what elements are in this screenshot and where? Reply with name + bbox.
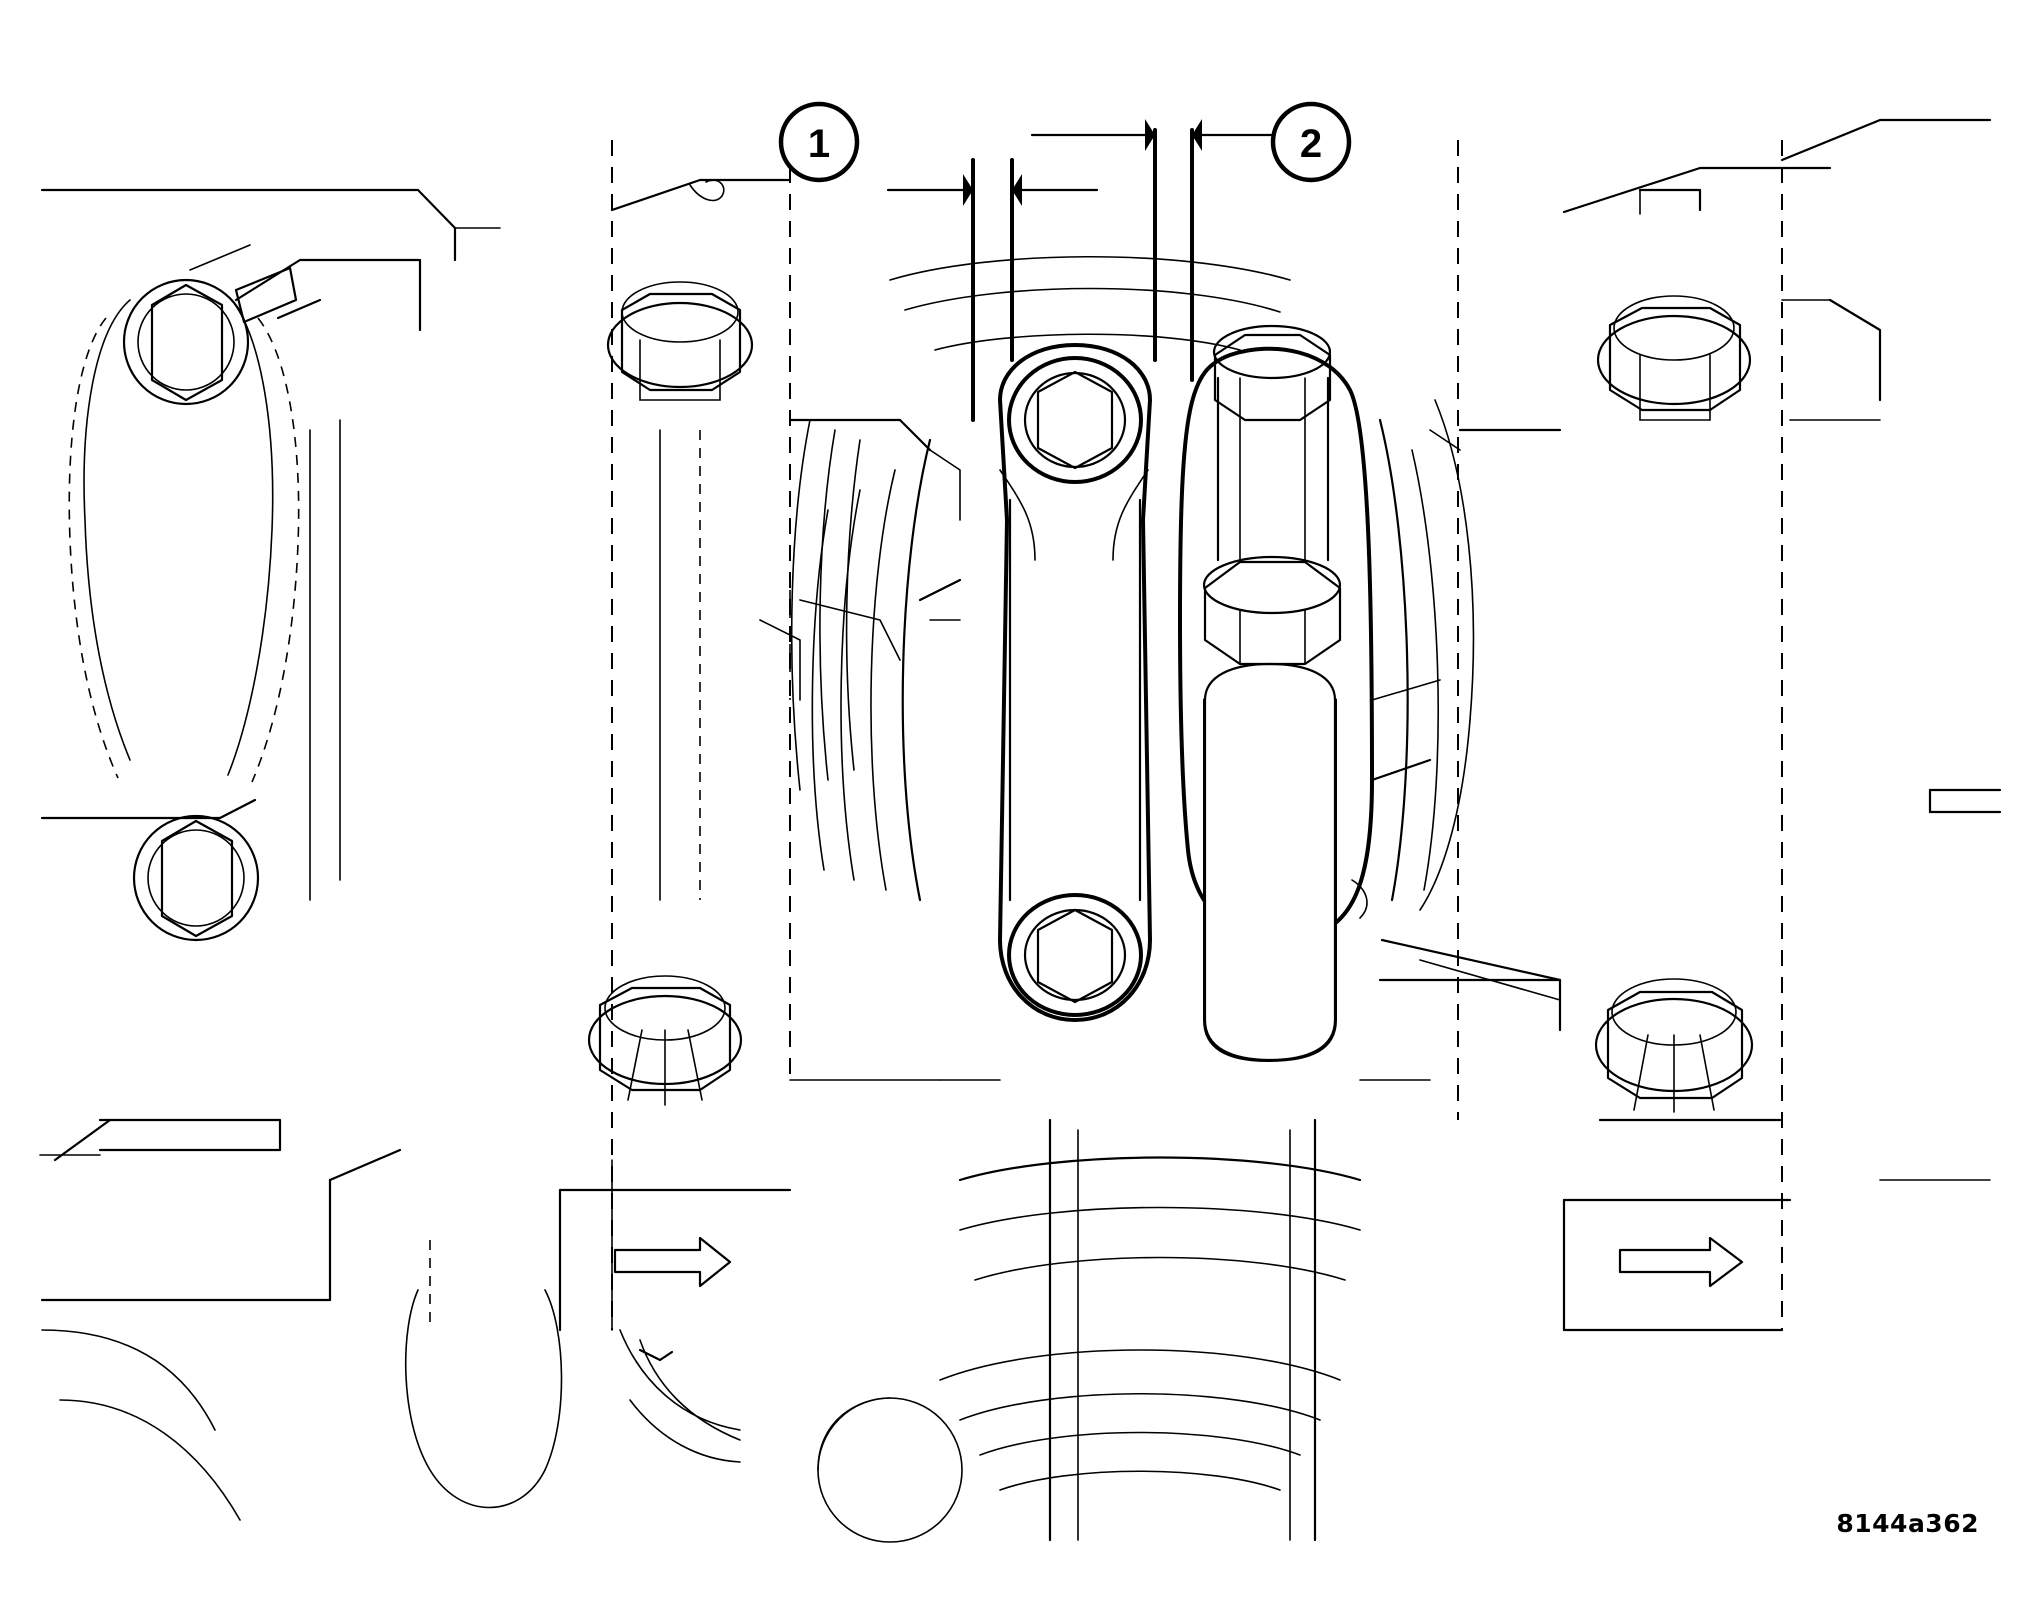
- clearance-arrow-inner-right: [1030, 119, 1155, 151]
- rod-bolt-lower: [1202, 555, 1342, 666]
- engine-block-left: [39, 188, 501, 1521]
- flow-arrow-left: [613, 1236, 732, 1288]
- rod-bolt-upper: [1212, 324, 1332, 562]
- flow-arrow-right: [1618, 1236, 1744, 1288]
- bolt-upper-left: [606, 281, 754, 401]
- bolt-lower-right: [1594, 978, 1754, 1113]
- clearance-arrow-right-outer: [1192, 119, 1274, 151]
- callout-1[interactable]: 1: [778, 101, 860, 183]
- callout-1-label: 1: [808, 122, 830, 166]
- bolt-upper-right: [1596, 295, 1752, 421]
- callout-2[interactable]: 2: [1270, 101, 1352, 183]
- cylinder-head-right: [1380, 118, 2002, 1332]
- crankcase-center: [811, 255, 1440, 1543]
- clearance-arrow-inner-left: [1012, 174, 1099, 206]
- bolt-lower-left: [587, 975, 743, 1106]
- clearance-arrow-left-inner: [886, 174, 973, 206]
- connecting-rod-right: [1178, 324, 1441, 1062]
- figure-code: 8144a362: [1836, 1509, 1979, 1538]
- callout-2-label: 2: [1300, 122, 1322, 166]
- measurement-dimension-lines: [886, 119, 1274, 422]
- misc-detail-lines: [611, 429, 1562, 1331]
- cylinder-head-left: [404, 140, 962, 1509]
- connecting-rod-left: [998, 343, 1152, 1022]
